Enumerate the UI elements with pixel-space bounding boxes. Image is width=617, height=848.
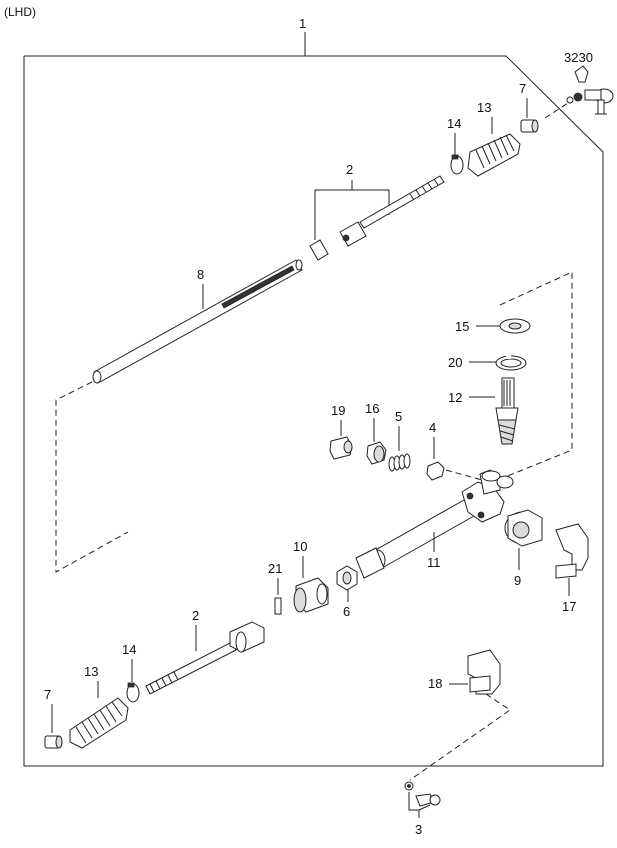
callout-18: 18 bbox=[428, 676, 442, 691]
callout-10: 10 bbox=[293, 539, 307, 554]
yoke-4 bbox=[426, 461, 445, 481]
callout-14-bottom: 14 bbox=[122, 642, 136, 657]
bracket-18 bbox=[467, 649, 501, 695]
callout-2-top: 2 bbox=[346, 162, 353, 177]
bushing-6 bbox=[336, 565, 358, 591]
callout-13-top: 13 bbox=[477, 100, 491, 115]
nut-top bbox=[520, 119, 539, 133]
callout-11: 11 bbox=[427, 555, 441, 570]
boot-top bbox=[467, 133, 521, 177]
dash-tie-end bbox=[544, 102, 569, 119]
dash-rack-left bbox=[55, 381, 129, 573]
callout-21: 21 bbox=[268, 561, 282, 576]
dash-yoke bbox=[445, 469, 483, 481]
callout-8: 8 bbox=[197, 267, 204, 282]
dash-pinion-group bbox=[499, 271, 573, 478]
tie-rod-top bbox=[309, 175, 445, 261]
callout-2-bottom: 2 bbox=[192, 608, 199, 623]
callout-15: 15 bbox=[455, 319, 469, 334]
callout-17: 17 bbox=[562, 599, 576, 614]
callout-3230: 3230 bbox=[564, 50, 593, 65]
mount-9 bbox=[504, 509, 543, 547]
pin-21 bbox=[274, 597, 282, 615]
plug-15 bbox=[499, 318, 531, 334]
boot-bottom bbox=[69, 697, 129, 749]
callout-4: 4 bbox=[429, 420, 436, 435]
snap-ring-20 bbox=[495, 355, 527, 371]
callout-1: 1 bbox=[299, 16, 306, 31]
callout-9: 9 bbox=[514, 573, 521, 588]
bolt-3 bbox=[404, 781, 441, 807]
nut-bottom bbox=[44, 735, 63, 749]
callout-7-bottom: 7 bbox=[44, 687, 51, 702]
tie-rod-bottom bbox=[145, 621, 265, 695]
tie-rod-end-top bbox=[566, 65, 614, 115]
variant-label: (LHD) bbox=[4, 5, 36, 19]
clip-top bbox=[450, 154, 464, 175]
rack-bar bbox=[92, 259, 303, 384]
leader-3 bbox=[408, 792, 420, 818]
callout-20: 20 bbox=[448, 355, 462, 370]
callout-6: 6 bbox=[343, 604, 350, 619]
lock-nut-16 bbox=[366, 441, 387, 465]
callout-16: 16 bbox=[365, 401, 379, 416]
spring-5 bbox=[388, 453, 411, 472]
cap-19 bbox=[329, 436, 353, 460]
dash-bracket-18 bbox=[409, 693, 511, 781]
pinion-shaft-12 bbox=[495, 377, 519, 445]
callout-12: 12 bbox=[448, 390, 462, 405]
gear-housing-11 bbox=[355, 469, 514, 579]
callout-13-bottom: 13 bbox=[84, 664, 98, 679]
clip-bottom bbox=[126, 682, 140, 703]
callout-14-top: 14 bbox=[447, 116, 461, 131]
callout-19: 19 bbox=[331, 403, 345, 418]
callout-3: 3 bbox=[415, 822, 422, 837]
callout-7-top: 7 bbox=[519, 81, 526, 96]
bushing-10 bbox=[293, 577, 329, 613]
leader-3-b bbox=[418, 804, 431, 811]
bracket-17 bbox=[555, 523, 589, 579]
assembly-frame bbox=[23, 55, 604, 767]
callout-5: 5 bbox=[395, 409, 402, 424]
